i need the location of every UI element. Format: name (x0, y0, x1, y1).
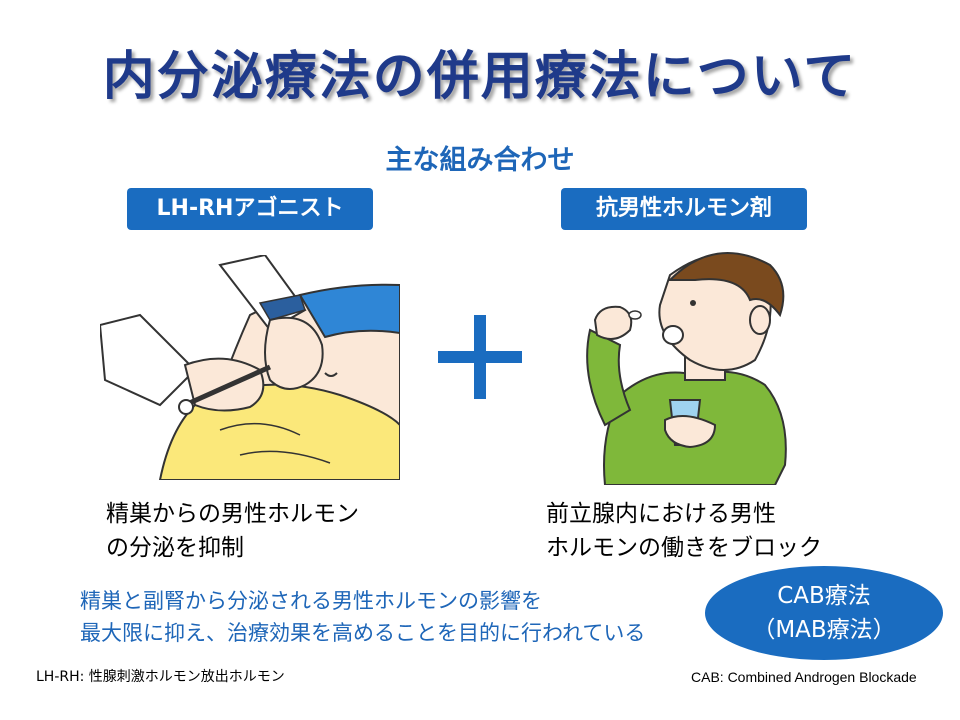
caption-line: 前立腺内における男性 (546, 501, 776, 527)
cab-footnote: CAB: Combined Androgen Blockade (691, 669, 917, 685)
antiandrogen-label: 抗男性ホルモン剤 (561, 188, 807, 230)
plus-icon (438, 315, 522, 399)
antiandrogen-description: 前立腺内における男性 ホルモンの働きをブロック (546, 497, 876, 565)
cab-therapy-badge: CAB療法 （MAB療法） (705, 566, 943, 660)
subtitle: 主な組み合わせ (385, 145, 575, 176)
lhrh-footnote: LH-RH: 性腺刺激ホルモン放出ホルモン (36, 669, 285, 685)
man-taking-pill-illustration (586, 252, 787, 485)
lhrh-agonist-label: LH-RHアゴニスト (127, 188, 373, 230)
badge-line: CAB療法 (777, 583, 871, 609)
injection-illustration (100, 255, 400, 480)
note-line: 精巣と副腎から分泌される男性ホルモンの影響を (80, 589, 542, 613)
page-title: 内分泌療法の併用療法について (102, 47, 858, 107)
lhrh-agonist-description: 精巣からの男性ホルモン の分泌を抑制 (106, 497, 436, 565)
caption-line: の分泌を抑制 (106, 535, 244, 561)
badge-line: （MAB療法） (752, 617, 896, 643)
purpose-note: 精巣と副腎から分泌される男性ホルモンの影響を 最大限に抑え、治療効果を高めること… (80, 585, 720, 649)
note-line: 最大限に抑え、治療効果を高めることを目的に行われている (80, 621, 646, 645)
caption-line: 精巣からの男性ホルモン (106, 501, 359, 527)
caption-line: ホルモンの働きをブロック (546, 535, 822, 561)
